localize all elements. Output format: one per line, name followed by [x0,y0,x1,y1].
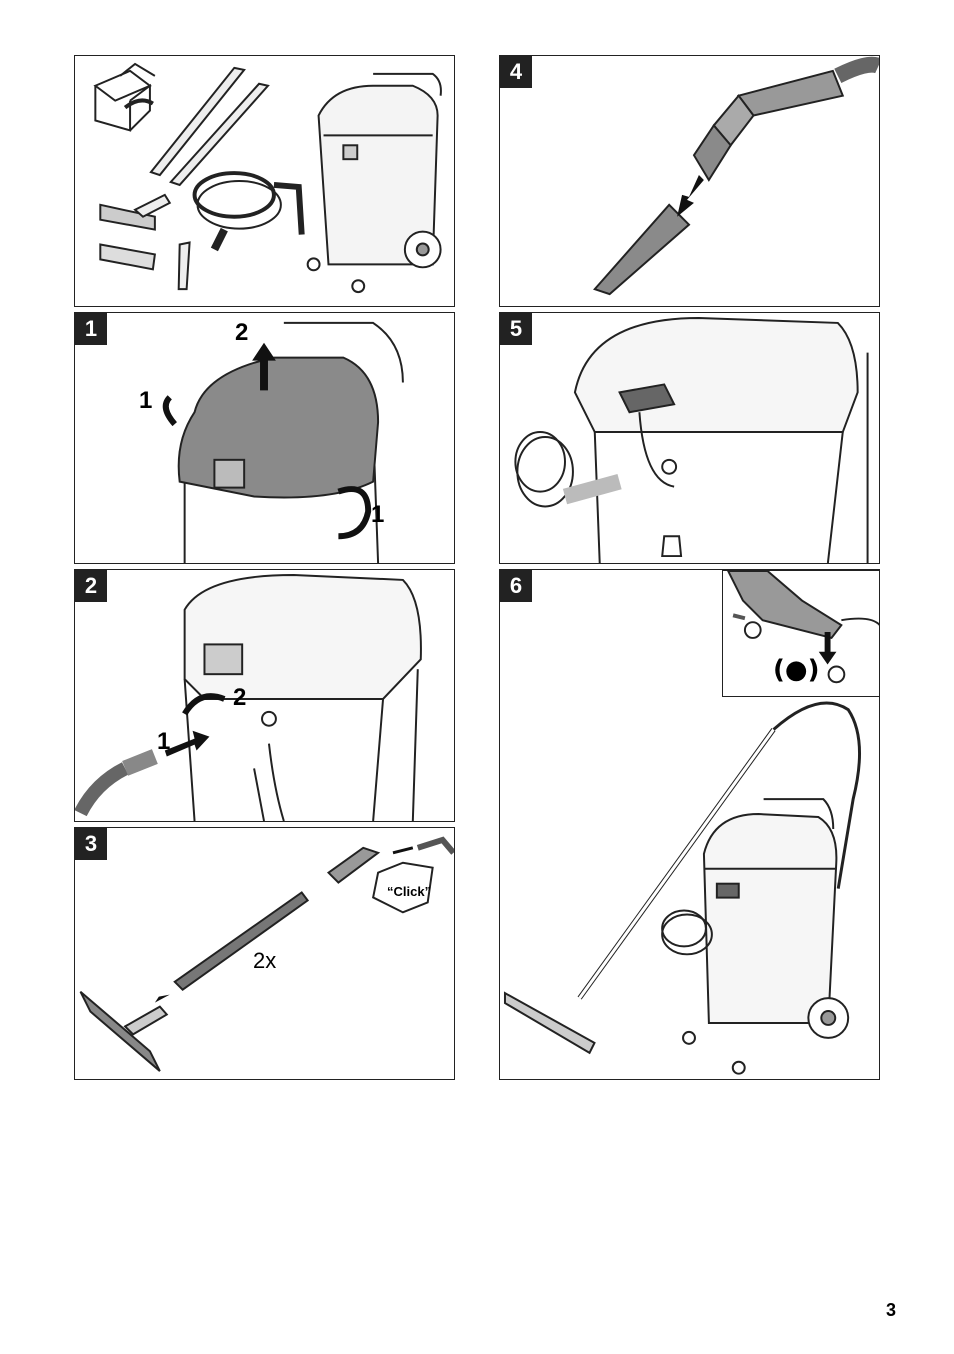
step-badge: 2 [75,570,107,602]
panel-step-4: 4 [499,55,880,307]
step-5-illustration [500,313,879,563]
step-2-rotate-label: 2 [233,686,246,710]
page-number: 3 [886,1300,896,1321]
step-badge: 1 [75,313,107,345]
arrow-icon [155,995,170,1003]
arrow-icon [165,731,210,757]
step-badge: 5 [500,313,532,345]
step-1-right-clip-label: 1 [371,503,384,527]
step-2-illustration [75,570,454,821]
box-open-icon [95,64,155,130]
step-badge: 3 [75,828,107,860]
step-1-illustration [75,313,454,563]
step-badge: 4 [500,56,532,88]
step-1-left-clip-label: 1 [139,389,152,413]
panel-contents [74,55,455,307]
arrow-icon [819,632,837,664]
panel-step-3: 3 2x “Click” [74,827,455,1080]
step-2-insert-label: 1 [157,730,170,754]
step-4-illustration [500,56,879,306]
panel-step-6: 6 (●) [499,569,880,1080]
brake-inset: (●) [722,570,880,697]
panel-step-5: 5 [499,312,880,564]
panel-step-2: 2 2 1 [74,569,455,822]
step-3-repeat-label: 2x [253,950,276,972]
step-badge: 6 [500,570,532,602]
brake-symbol: (●) [773,655,819,685]
contents-illustration [75,56,454,306]
step-3-click-label: “Click” [387,884,431,899]
arrow-icon [677,175,704,217]
step-1-lift-label: 2 [235,321,248,345]
panel-step-1: 1 2 1 1 [74,312,455,564]
